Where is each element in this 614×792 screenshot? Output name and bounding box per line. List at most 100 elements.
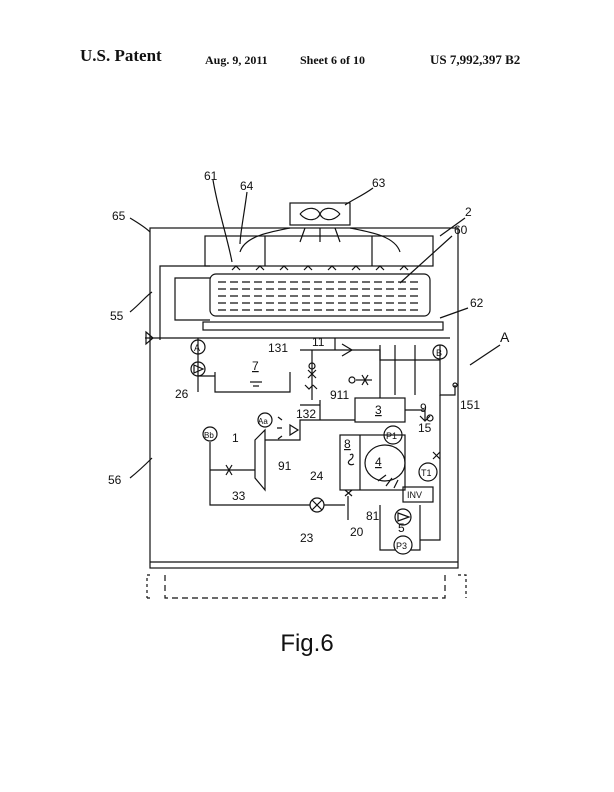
sensor-bb: [202, 426, 218, 442]
patent-header-title: U.S. Patent: [80, 46, 162, 65]
ref-911: 911: [330, 388, 349, 402]
valve-33: [225, 464, 233, 476]
patent-date: Aug. 9, 2011: [205, 53, 268, 67]
tank-7: [214, 372, 291, 393]
airflow-arrow: [299, 227, 306, 243]
spray-81: [377, 474, 399, 489]
ref-4: 4: [375, 455, 382, 469]
airflow-arrow: [239, 227, 291, 253]
ref-151: 151: [460, 398, 480, 412]
ref-56: 56: [108, 473, 122, 487]
ref-11: 11: [312, 335, 325, 349]
ref-91: 91: [278, 459, 292, 473]
expansion-valve-23-x: [311, 499, 323, 511]
pump-loop: [379, 505, 421, 551]
pump-5: [394, 508, 412, 526]
gauge-b: [432, 344, 448, 360]
coil-8: [347, 453, 355, 466]
fan-icon-lower: [299, 207, 341, 221]
discharge-line: [265, 419, 355, 441]
ref-1: 1: [232, 431, 239, 445]
ref-8: 8: [344, 437, 351, 451]
line-b-vertical: [394, 345, 416, 395]
ref-33: 33: [232, 489, 246, 503]
symbol-inv: INV: [407, 490, 422, 500]
spray-91: [277, 416, 283, 440]
symbol-p1: P1: [386, 431, 397, 441]
ref-a: A: [500, 329, 510, 345]
ref-9: 9: [420, 401, 427, 415]
valve-right: [432, 451, 441, 460]
ref-131: 131: [268, 341, 288, 355]
ref-3: 3: [375, 403, 382, 417]
airflow-arrow: [349, 227, 401, 253]
leader-2: [439, 217, 466, 237]
leader-61: [212, 179, 233, 263]
spray-pattern: [231, 265, 409, 271]
valve-131-sensor: [308, 362, 316, 370]
coil-4: [364, 444, 406, 482]
cabinet-outline: [149, 227, 459, 569]
foot-left: [146, 574, 150, 599]
coil-tubes: [218, 281, 422, 311]
pump-26-arrow: [193, 364, 205, 374]
valve-131: [307, 369, 317, 379]
symbol-t1: T1: [421, 468, 432, 478]
sensor-911: [348, 376, 356, 384]
sensor-t1: [418, 462, 438, 482]
symbol-p3: P3: [396, 541, 407, 551]
ref-26: 26: [175, 387, 189, 401]
compressor-1: [254, 428, 266, 492]
leader-55: [129, 291, 153, 313]
nozzle-91: [289, 423, 300, 437]
leader-62: [439, 307, 469, 319]
symbol-aa: Aa: [258, 417, 268, 426]
ref-63: 63: [372, 176, 386, 190]
ref-65: 65: [112, 209, 126, 223]
foot-right: [458, 574, 467, 598]
ref-15: 15: [418, 421, 432, 435]
ref-23: 23: [300, 531, 314, 545]
sensor-aa: [257, 412, 273, 428]
ref-24: 24: [310, 469, 324, 483]
valve-911: [361, 374, 369, 386]
leader-56: [129, 457, 153, 479]
valve-9: [419, 415, 431, 422]
ref-132: 132: [296, 407, 316, 421]
ref-5: 5: [398, 521, 405, 535]
sensor-p3: [393, 535, 413, 555]
ref-62: 62: [470, 296, 484, 310]
ref-60: 60: [454, 223, 468, 237]
ref-20: 20: [350, 525, 364, 539]
leader-60: [399, 235, 453, 284]
valve-20: [344, 489, 353, 497]
patent-number: US 7,992,397 B2: [430, 52, 521, 67]
line-9: [405, 409, 426, 420]
line-b-drop: [439, 360, 456, 396]
ref-81: 81: [366, 509, 380, 523]
line-b-top: [379, 345, 441, 361]
pump-5-arrow: [397, 512, 411, 522]
nozzle-132: [304, 384, 318, 390]
leader-64: [239, 191, 248, 245]
arrow-11: [341, 343, 354, 357]
refrigerant-line-loop: [159, 265, 210, 340]
right-return: [420, 395, 441, 541]
patent-sheet-number: Sheet 6 of 10: [300, 53, 365, 67]
base-frame: [164, 575, 446, 599]
sensor-151: [426, 414, 434, 422]
ref-61: 61: [204, 169, 218, 183]
drain-pan: [202, 321, 444, 331]
inverter-box: [402, 486, 434, 503]
ref-2: 2: [465, 205, 472, 219]
gauge-a: [190, 339, 206, 355]
line-inlet-triangle: [145, 330, 154, 346]
ref-55: 55: [110, 309, 124, 323]
coil-frame: [209, 273, 431, 317]
symbol-a: A: [194, 343, 200, 353]
leader-63: [344, 187, 374, 206]
ref-7: 7: [252, 359, 259, 373]
leader-65: [129, 217, 151, 233]
ref-64: 64: [240, 179, 254, 193]
